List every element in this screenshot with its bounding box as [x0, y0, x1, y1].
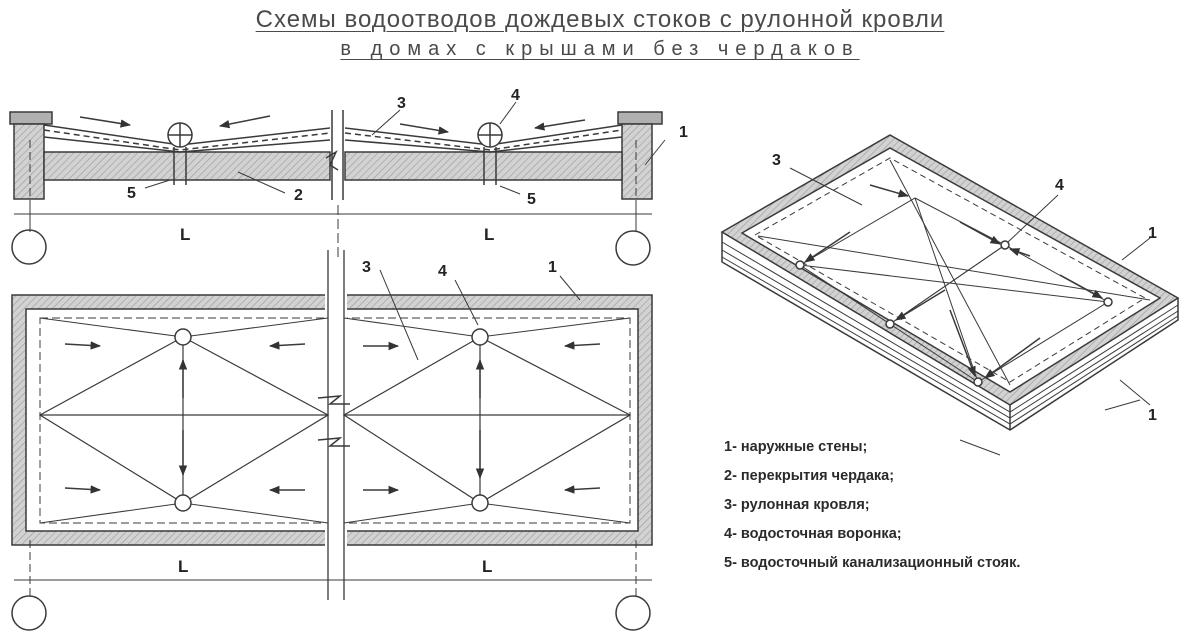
- plan-funnel-3: [174, 494, 192, 512]
- riser-left: [173, 147, 187, 185]
- plan-view: [11, 250, 653, 631]
- section-view: [9, 101, 666, 266]
- dim-L-plan-left: L: [178, 557, 188, 576]
- iso-funnel-4: [1103, 297, 1113, 307]
- plan-valley-right: [342, 336, 632, 504]
- iso-funnel-3: [885, 319, 895, 329]
- label-5-section-right: 5: [527, 191, 536, 208]
- label-1-iso-top: 1: [1148, 225, 1157, 242]
- title-line-2: в домах с крышами без чердаков: [340, 38, 860, 60]
- slab-left: [43, 151, 331, 181]
- label-3-iso: 3: [772, 152, 781, 169]
- dim-L-section-right: L: [484, 225, 494, 244]
- right-parapet-cap: [617, 111, 663, 125]
- label-3-section: 3: [397, 95, 406, 112]
- label-4-section: 4: [511, 87, 520, 104]
- plan-axis-marker-right: [615, 595, 651, 631]
- plan-funnel-4: [471, 494, 489, 512]
- label-5-section-left: 5: [127, 185, 136, 202]
- dim-L-plan-right: L: [482, 557, 492, 576]
- iso-funnel-2: [1000, 240, 1010, 250]
- iso-roof-inner: [740, 147, 1162, 393]
- legend-item-2: 2- перекрытия чердака;: [724, 468, 895, 484]
- legend-item-5: 5- водосточный канализационный стояк.: [724, 555, 1021, 571]
- label-4-iso: 4: [1055, 177, 1064, 194]
- legend-item-3: 3- рулонная кровля;: [724, 497, 870, 513]
- title-line-1: Схемы водоотводов дождевых стоков с руло…: [255, 6, 945, 33]
- iso-funnel-5: [973, 377, 983, 387]
- label-1-iso-bottom: 1: [1148, 407, 1157, 424]
- label-2-section: 2: [294, 187, 303, 204]
- plan-axis-marker-left: [11, 595, 47, 631]
- dim-L-section-left: L: [180, 225, 190, 244]
- iso-funnel-1: [795, 260, 805, 270]
- plan-funnel-2: [471, 328, 489, 346]
- axis-marker-right: [615, 230, 651, 266]
- plan-valley-left: [38, 336, 330, 504]
- legend-item-4: 4- водосточная воронка;: [724, 526, 902, 542]
- roof-dashed-left: [43, 129, 331, 151]
- label-3-plan: 3: [362, 259, 371, 276]
- isometric-view: [720, 134, 1180, 456]
- label-1-section: 1: [679, 124, 688, 141]
- plan-outer-wall: [11, 294, 653, 546]
- legend: 1- наружные стены; 2- перекрытия чердака…: [724, 433, 1020, 578]
- plan-funnel-1: [174, 328, 192, 346]
- label-4-plan: 4: [438, 263, 447, 280]
- left-parapet-cap: [9, 111, 53, 125]
- left-wall: [13, 123, 45, 200]
- axis-marker-left: [11, 229, 47, 265]
- label-1-plan: 1: [548, 259, 557, 276]
- legend-item-1: 1- наружные стены;: [724, 439, 868, 455]
- riser-right: [483, 147, 497, 185]
